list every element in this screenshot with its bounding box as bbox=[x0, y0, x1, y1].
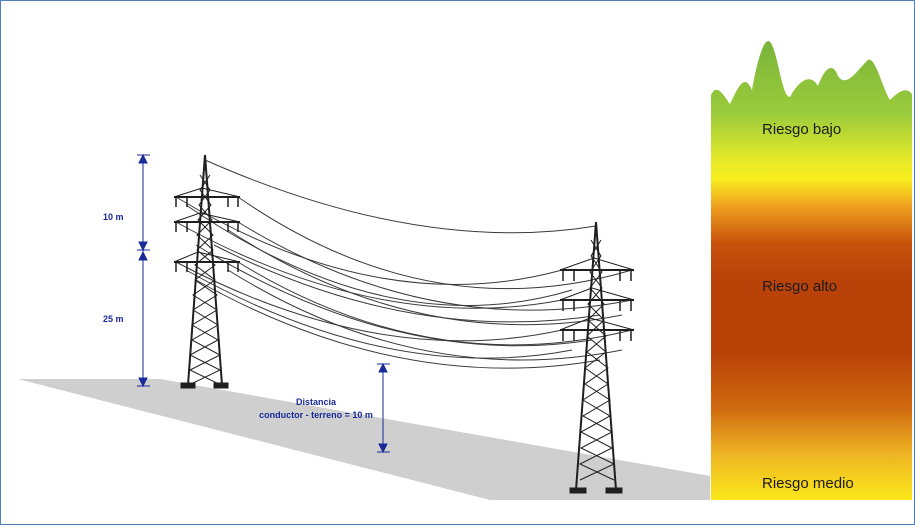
vegetation-risk-band bbox=[711, 41, 912, 500]
risk-label-low: Riesgo bajo bbox=[762, 121, 841, 138]
right-tower-insulators bbox=[562, 270, 632, 341]
risk-label-medium: Riesgo medio bbox=[762, 475, 854, 492]
clearance-dimension-line bbox=[377, 362, 390, 454]
right-tower bbox=[559, 221, 635, 494]
height-top-label: 10 m bbox=[103, 212, 124, 222]
left-tower-insulators bbox=[175, 197, 239, 272]
clearance-label-line2: conductor - terreno = 10 m bbox=[259, 410, 373, 420]
clearance-label-line1: Distancia bbox=[296, 397, 337, 407]
ground-plane bbox=[18, 379, 710, 500]
height-dimension-lines bbox=[137, 153, 150, 388]
height-bottom-label: 25 m bbox=[103, 314, 124, 324]
left-tower bbox=[173, 154, 241, 389]
risk-label-high: Riesgo alto bbox=[762, 278, 837, 295]
conductor-lines bbox=[175, 159, 633, 369]
